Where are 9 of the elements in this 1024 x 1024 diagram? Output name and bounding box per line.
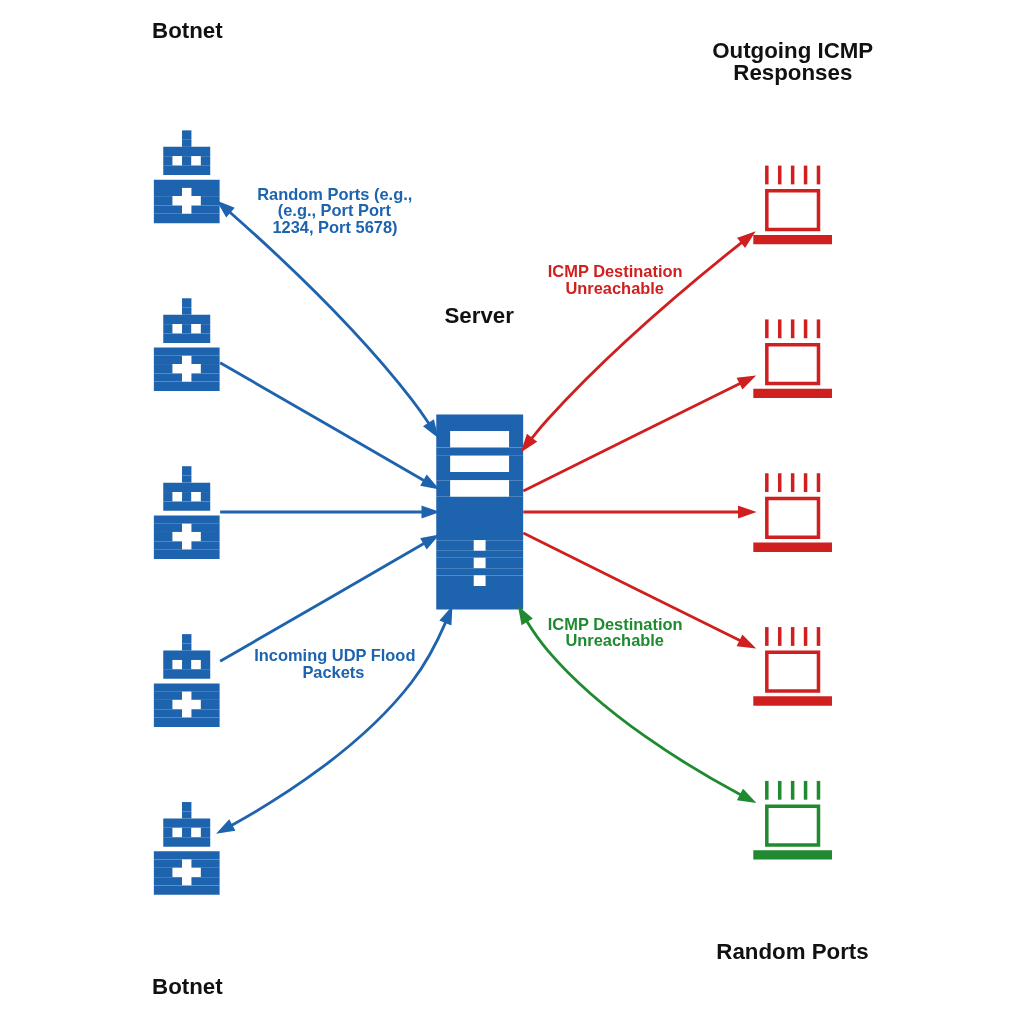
label: Botnet — [152, 974, 223, 1000]
edge-label: Incoming UDP Flood Packets — [254, 646, 416, 681]
label: Server — [444, 302, 514, 328]
edge-label: ICMP Destination Unreachable — [547, 262, 683, 297]
label: Botnet — [152, 18, 223, 44]
label: Outgoing ICMP Responses — [712, 37, 874, 86]
edge-label: Random Ports (e.g., (e.g., Port Port 1234, Port 5678) — [257, 184, 413, 236]
edge-label: ICMP Destination Unreachable — [547, 614, 683, 650]
label: Random Ports — [716, 939, 869, 965]
